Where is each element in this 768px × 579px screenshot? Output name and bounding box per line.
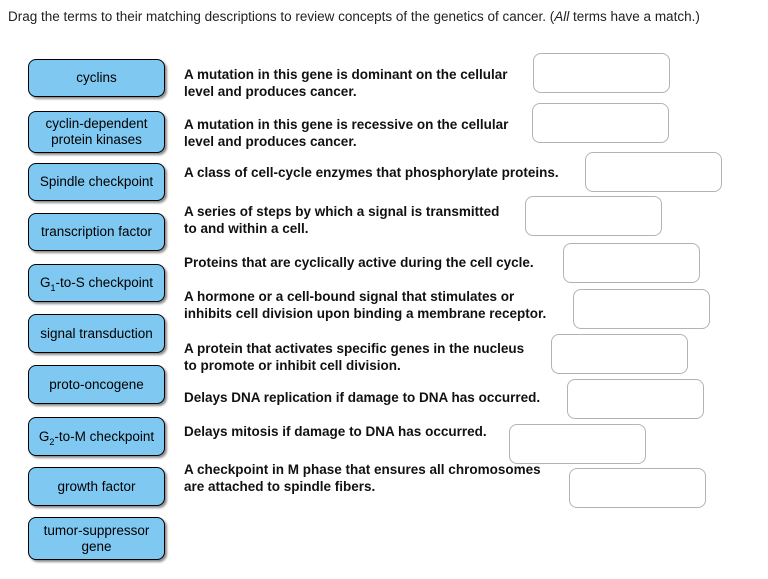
term-label: G2-to-M checkpoint bbox=[38, 428, 155, 447]
term-chip-cyclins[interactable]: cyclins bbox=[28, 59, 165, 97]
term-label: transcription factor bbox=[40, 224, 153, 239]
description-spindle-checkpoint: A checkpoint in M phase that ensures all… bbox=[184, 462, 541, 494]
term-label: cyclin-dependent protein kinases bbox=[45, 116, 148, 147]
drop-zone-recessive-mutation[interactable] bbox=[532, 103, 669, 143]
term-label: growth factor bbox=[57, 478, 136, 494]
drop-zone-g2-m-checkpoint[interactable] bbox=[509, 424, 646, 464]
drop-zone-transcription-factor[interactable] bbox=[551, 334, 688, 374]
description-g1-s-checkpoint: Delays DNA replication if damage to DNA … bbox=[184, 390, 541, 405]
title-text-end: terms have a match.) bbox=[569, 9, 700, 24]
term-label: proto-oncogene bbox=[49, 376, 144, 392]
term-label: G1-to-S checkpoint bbox=[39, 275, 154, 293]
drop-zone-cyclins[interactable] bbox=[563, 243, 700, 283]
description-transcription-factor: A protein that activates specific genes … bbox=[184, 341, 525, 373]
term-chip-growth-factor[interactable]: growth factor bbox=[28, 467, 165, 506]
term-chip-tumor-suppressor-gene[interactable]: tumor-suppressor gene bbox=[28, 517, 165, 560]
term-chip-cyclin-dependent-protein-kinases[interactable]: cyclin-dependent protein kinases bbox=[28, 111, 165, 153]
subscript-1: 1 bbox=[50, 283, 56, 293]
description-signal-transduction: A series of steps by which a signal is t… bbox=[184, 204, 500, 236]
term-label: cyclins bbox=[76, 70, 117, 85]
term-label: tumor-suppressor gene bbox=[43, 522, 150, 554]
term-label: Spindle checkpoint bbox=[39, 174, 154, 189]
term-label: signal transduction bbox=[40, 325, 153, 341]
term-chip-spindle-checkpoint[interactable]: Spindle checkpoint bbox=[28, 163, 165, 201]
term-chip-proto-oncogene[interactable]: proto-oncogene bbox=[28, 365, 165, 404]
drop-zone-growth-factor[interactable] bbox=[573, 289, 710, 329]
drop-zone-g1-s-checkpoint[interactable] bbox=[567, 379, 704, 419]
drop-zone-dominant-mutation[interactable] bbox=[533, 53, 670, 93]
term-chip-signal-transduction[interactable]: signal transduction bbox=[28, 314, 165, 353]
description-cyclins: Proteins that are cyclically active duri… bbox=[184, 255, 534, 270]
term-chip-transcription-factor[interactable]: transcription factor bbox=[28, 213, 165, 251]
description-growth-factor: A hormone or a cell-bound signal that st… bbox=[184, 289, 547, 321]
term-chip-g2-to-m-checkpoint[interactable]: G2-to-M checkpoint bbox=[28, 417, 165, 456]
term-chip-g1-to-s-checkpoint[interactable]: G1-to-S checkpoint bbox=[28, 264, 165, 302]
description-recessive-mutation: A mutation in this gene is recessive on … bbox=[184, 117, 509, 149]
title-text: Drag the terms to their matching descrip… bbox=[8, 9, 555, 24]
drop-zone-phosphorylate-enzymes[interactable] bbox=[585, 152, 722, 192]
description-g2-m-checkpoint: Delays mitosis if damage to DNA has occu… bbox=[184, 424, 487, 439]
drop-zone-spindle-checkpoint[interactable] bbox=[569, 468, 706, 508]
subscript-2: 2 bbox=[49, 436, 55, 447]
description-phosphorylate-enzymes: A class of cell-cycle enzymes that phosp… bbox=[184, 165, 559, 180]
drop-zone-signal-transduction[interactable] bbox=[525, 196, 662, 236]
title-italic-word: All bbox=[554, 9, 570, 24]
description-dominant-mutation: A mutation in this gene is dominant on t… bbox=[184, 67, 508, 99]
page-title: Drag the terms to their matching descrip… bbox=[8, 8, 700, 25]
